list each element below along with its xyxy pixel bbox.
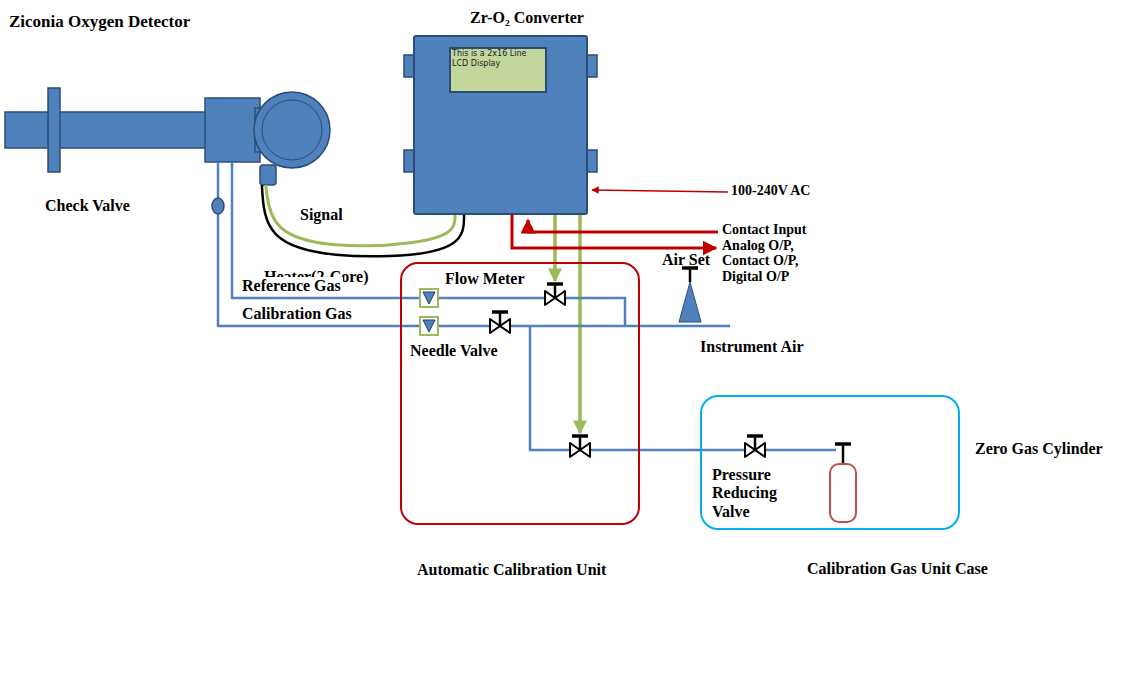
drawing-part [420,289,438,307]
drawing-part [262,100,322,160]
connector-label: Signal [298,206,345,224]
drawing-part [570,436,590,457]
connector-label: Reference Gas [240,277,343,295]
gas-pipe [218,188,400,326]
drawing-part [261,185,264,188]
valve-symbol [490,284,765,457]
signal-label: Analog O/P, Contact O/P, Digital O/P [722,238,822,284]
part-label: Check Valve [45,197,130,215]
converter-box: Zr-O₂ Converter [413,35,588,215]
drawing-part [689,268,692,282]
node-heading: Calibration Gas Unit Case [807,560,997,578]
drawing-part [231,162,234,188]
drawing-part [587,55,597,77]
drawing-part [254,92,330,168]
drawing-part [265,185,268,188]
calibration-unit-box: Automatic Calibration Unit [400,262,640,525]
part-label: Flow Meter [445,270,525,288]
gas-pipe [640,449,700,452]
node-heading: Ziconia Oxygen Detector [9,12,190,32]
drawing-part [260,165,276,185]
drawing-part [512,215,716,248]
part-label: Needle Valve [410,342,498,360]
signal-label: Contact Input [722,222,806,238]
drawing-part [830,464,856,522]
power-label: 100-240V AC [731,183,810,199]
drawing-part [592,190,728,192]
part-label: Air Set [662,251,710,269]
drawing-part [842,444,845,464]
gas-cylinder [830,444,856,522]
drawing-part [700,449,836,452]
drawing-part [745,436,765,457]
gas-pipe [232,188,400,298]
drawing-part [835,442,851,446]
part-label: Zero Gas Cylinder [975,440,1103,458]
detector-node: Ziconia Oxygen Detector [5,8,335,188]
connector-label: Calibration Gas [240,305,354,323]
flow-meter-symbol [420,289,438,335]
display-text: This is a 2x16 Line LCD Display [452,49,542,68]
drawing-part [400,325,730,328]
drawing-part [205,98,260,162]
drawing-part [679,282,701,322]
drawing-part [587,150,597,172]
drawing-part [490,312,510,333]
drawing-part [528,220,718,232]
node-heading: Automatic Calibration Unit [417,561,606,579]
drawing-part [48,88,60,172]
drawing-part [545,284,565,305]
air-set-symbol [679,268,701,322]
drawing-part [420,317,438,335]
part-label: Instrument Air [700,338,804,356]
drawing-part [217,162,220,188]
node-heading: Zr-O₂ Converter [470,9,584,27]
gas-piping [400,298,836,450]
drawing-part [5,112,210,148]
check-valve-symbol [212,198,224,214]
drawing-part [530,326,640,450]
detector-illustration [5,88,330,188]
part-label: Pressure Reducing Valve [712,466,797,521]
